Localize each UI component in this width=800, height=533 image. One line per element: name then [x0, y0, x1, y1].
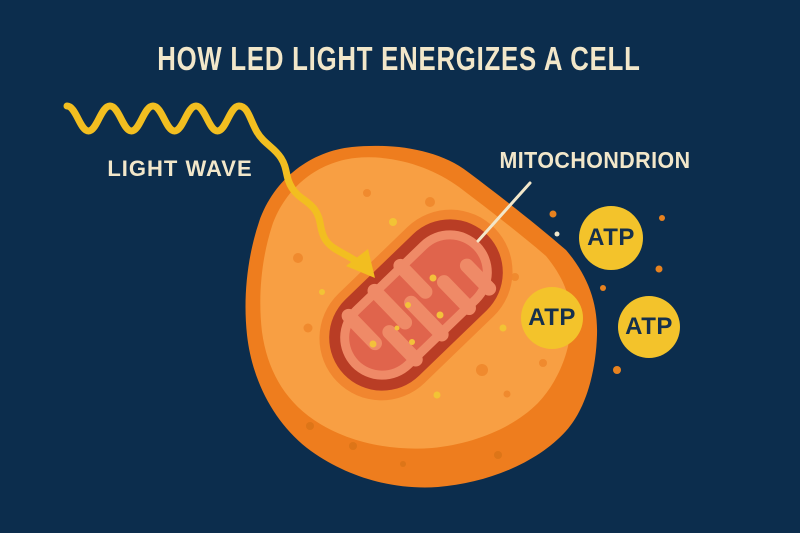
atp-badge-label: ATP: [625, 313, 673, 340]
light-wave-label: LIGHT WAVE: [107, 156, 253, 181]
atp-badge: ATP: [618, 296, 680, 358]
atp-badge-label: ATP: [528, 304, 576, 331]
atp-badge: ATP: [579, 206, 643, 270]
mitochondrion-dots: [369, 274, 444, 348]
mitochondrion-pointer-line: [476, 181, 532, 243]
mitochondrion: [319, 209, 513, 401]
cristae: [341, 258, 497, 367]
page-title: HOW LED LIGHT ENERGIZES A CELL: [157, 40, 641, 77]
atp-badge: ATP: [521, 287, 583, 349]
light-wave-line: [63, 102, 360, 265]
mitochondrion-label: MITOCHONDRION: [499, 147, 691, 173]
light-wave-arrowhead: [346, 249, 375, 278]
cytoplasm-yellow-dots: [319, 218, 507, 399]
atp-badge-label: ATP: [587, 224, 635, 251]
rim-freckles: [306, 422, 502, 467]
energy-dots: [549, 210, 665, 374]
cytoplasm-freckles: [293, 189, 547, 398]
